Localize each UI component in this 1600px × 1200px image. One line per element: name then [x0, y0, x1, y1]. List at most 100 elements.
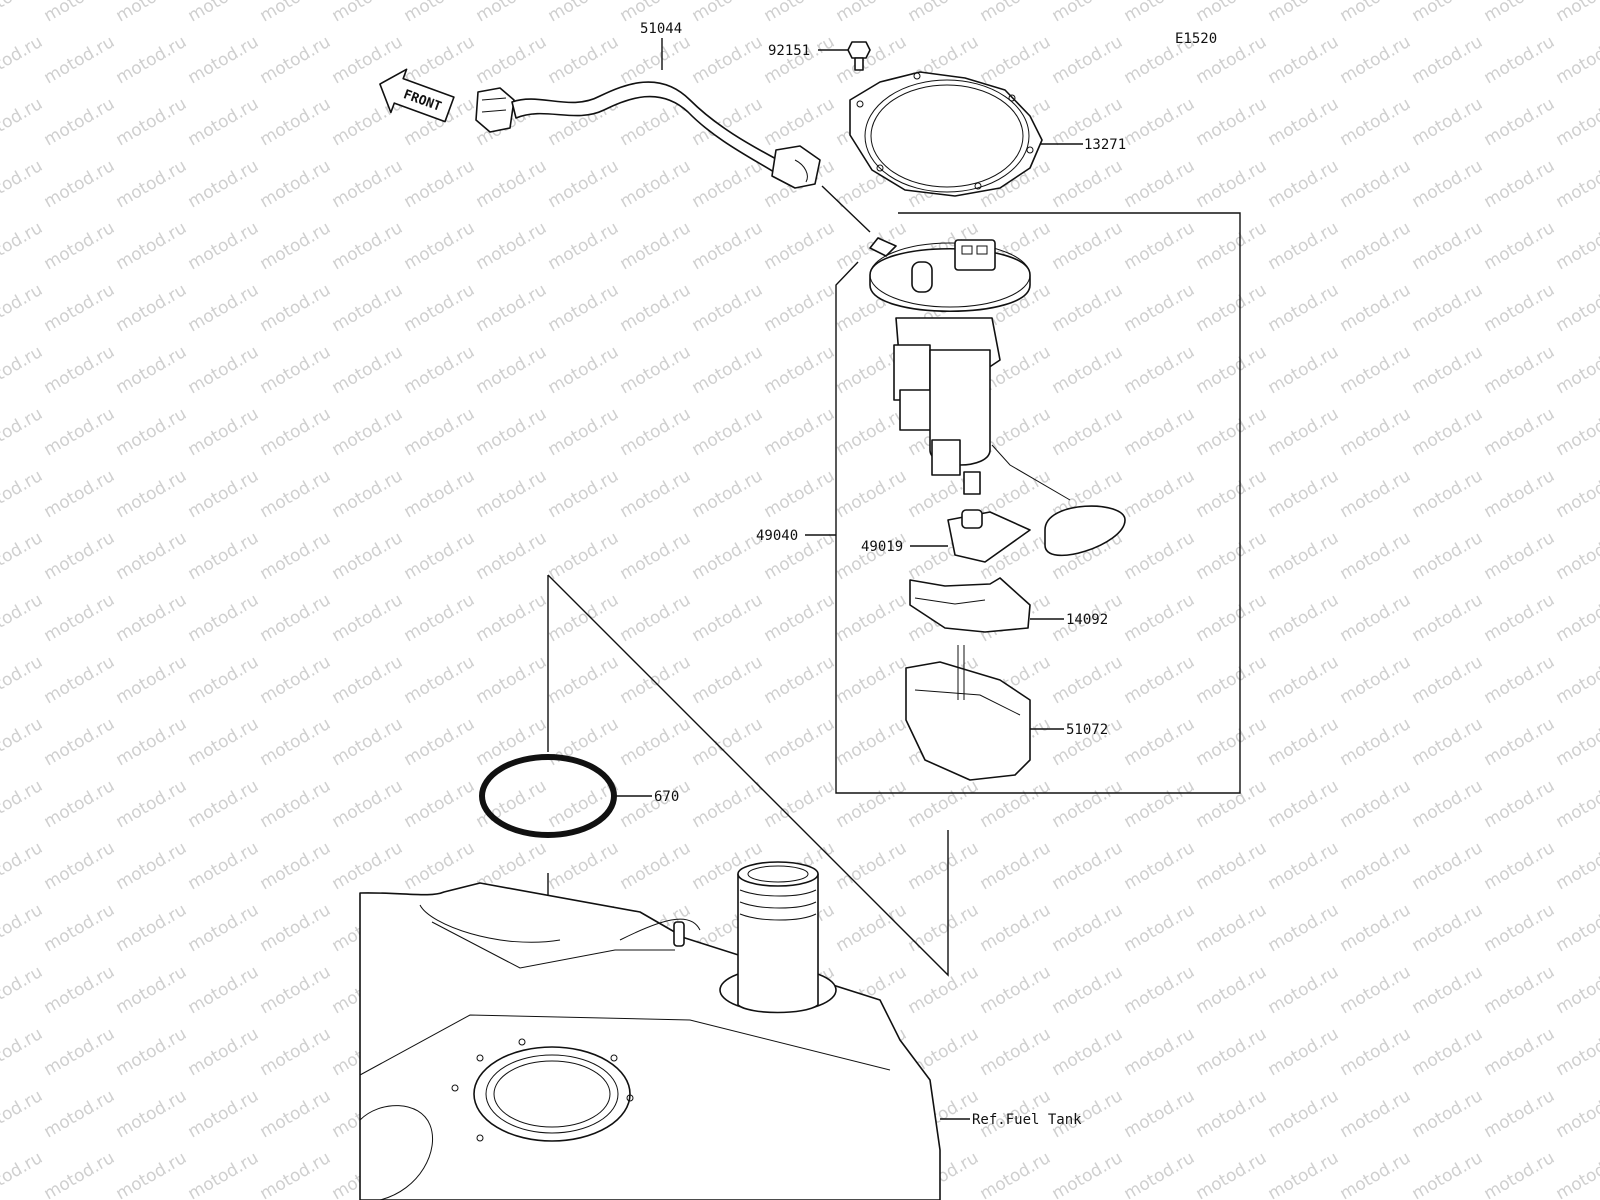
watermark-text: motod.ru	[1337, 280, 1415, 336]
watermark-text: motod.ru	[113, 900, 191, 956]
watermark-text: motod.ru	[761, 404, 839, 460]
watermark-text: motod.ru	[1193, 466, 1271, 522]
watermark-text: motod.ru	[689, 466, 767, 522]
watermark-text: motod.ru	[113, 962, 191, 1018]
watermark-text: motod.ru	[1121, 466, 1199, 522]
watermark-text: motod.ru	[401, 776, 479, 832]
watermark-text: motod.ru	[1337, 0, 1415, 26]
watermark-text: motod.ru	[977, 900, 1055, 956]
watermark-text: motod.ru	[1049, 900, 1127, 956]
watermark-text: motod.ru	[41, 962, 119, 1018]
watermark-text: motod.ru	[1553, 466, 1600, 522]
watermark-text: motod.ru	[1265, 404, 1343, 460]
watermark-text: motod.ru	[401, 342, 479, 398]
watermark-text: motod.ru	[833, 528, 911, 584]
watermark-text: motod.ru	[185, 1148, 263, 1200]
watermark-text: motod.ru	[1553, 776, 1600, 832]
watermark-text: motod.ru	[1193, 590, 1271, 646]
watermark-text: motod.ru	[833, 404, 911, 460]
watermark-text: motod.ru	[473, 342, 551, 398]
watermark-text: motod.ru	[257, 94, 335, 150]
watermark-text: motod.ru	[545, 652, 623, 708]
watermark-text: motod.ru	[689, 32, 767, 88]
watermark-text: motod.ru	[1409, 1148, 1487, 1200]
watermark-text: motod.ru	[1337, 218, 1415, 274]
watermark-text: motod.ru	[1193, 280, 1271, 336]
watermark-text: motod.ru	[257, 652, 335, 708]
watermark-text: motod.ru	[329, 156, 407, 212]
watermark-text: motod.ru	[1265, 652, 1343, 708]
watermark-text: motod.ru	[1409, 714, 1487, 770]
watermark-text: motod.ru	[545, 838, 623, 894]
watermark-text: motod.ru	[0, 652, 46, 708]
watermark-text: motod.ru	[185, 280, 263, 336]
watermark-text: motod.ru	[185, 466, 263, 522]
watermark-text: motod.ru	[185, 218, 263, 274]
watermark-text: motod.ru	[1193, 962, 1271, 1018]
watermark-text: motod.ru	[113, 404, 191, 460]
watermark-text: motod.ru	[257, 218, 335, 274]
watermark-text: motod.ru	[1121, 1086, 1199, 1142]
watermark-text: motod.ru	[1337, 714, 1415, 770]
watermark-text: motod.ru	[545, 404, 623, 460]
watermark-text: motod.ru	[1553, 590, 1600, 646]
watermark-text: motod.ru	[1481, 32, 1559, 88]
watermark-text: motod.ru	[1553, 94, 1600, 150]
watermark-text: motod.ru	[1481, 900, 1559, 956]
watermark-text: motod.ru	[0, 404, 46, 460]
watermark-text: motod.ru	[1337, 900, 1415, 956]
watermark-text: motod.ru	[113, 94, 191, 150]
watermark-text: motod.ru	[41, 404, 119, 460]
watermark-text: motod.ru	[1265, 838, 1343, 894]
watermark-text: motod.ru	[905, 900, 983, 956]
watermark-text: motod.ru	[41, 714, 119, 770]
watermark-text: motod.ru	[473, 156, 551, 212]
watermark-text: motod.ru	[1337, 1148, 1415, 1200]
watermark-text: motod.ru	[329, 0, 407, 26]
watermark-text: motod.ru	[1481, 156, 1559, 212]
watermark-text: motod.ru	[545, 218, 623, 274]
watermark-text: motod.ru	[0, 590, 46, 646]
part-label-51072: 51072	[1066, 722, 1108, 738]
watermark-text: motod.ru	[113, 838, 191, 894]
watermark-text: motod.ru	[185, 838, 263, 894]
watermark-text: motod.ru	[185, 714, 263, 770]
watermark-text: motod.ru	[1193, 838, 1271, 894]
watermark-text: motod.ru	[257, 714, 335, 770]
bolt-92151	[847, 41, 871, 71]
watermark-text: motod.ru	[1481, 776, 1559, 832]
watermark-text: motod.ru	[1049, 838, 1127, 894]
watermark-text: motod.ru	[617, 590, 695, 646]
watermark-text: motod.ru	[1553, 404, 1600, 460]
watermark-text: motod.ru	[1481, 1086, 1559, 1142]
watermark-text: motod.ru	[1265, 714, 1343, 770]
watermark-text: motod.ru	[1193, 156, 1271, 212]
watermark-text: motod.ru	[1121, 280, 1199, 336]
watermark-text: motod.ru	[113, 466, 191, 522]
watermark-text: motod.ru	[1409, 1086, 1487, 1142]
watermark-text: motod.ru	[257, 0, 335, 26]
watermark-text: motod.ru	[1265, 156, 1343, 212]
watermark-text: motod.ru	[545, 32, 623, 88]
watermark-text: motod.ru	[185, 156, 263, 212]
bracket-14092	[909, 577, 1031, 633]
watermark-text: motod.ru	[761, 714, 839, 770]
watermark-text: motod.ru	[1121, 1148, 1199, 1200]
watermark-text: motod.ru	[1265, 528, 1343, 584]
watermark-text: motod.ru	[617, 652, 695, 708]
watermark-text: motod.ru	[1337, 652, 1415, 708]
front-arrow-icon: FRONT	[379, 68, 455, 123]
watermark-text: motod.ru	[1553, 32, 1600, 88]
watermark-text: motod.ru	[1265, 1148, 1343, 1200]
watermark-text: motod.ru	[1337, 94, 1415, 150]
watermark-text: motod.ru	[401, 404, 479, 460]
watermark-text: motod.ru	[1553, 342, 1600, 398]
watermark-text: motod.ru	[0, 280, 46, 336]
watermark-text: motod.ru	[617, 528, 695, 584]
watermark-text: motod.ru	[1121, 776, 1199, 832]
sub-tank-51072	[905, 645, 1031, 781]
watermark-text: motod.ru	[1481, 838, 1559, 894]
watermark-text: motod.ru	[1337, 32, 1415, 88]
watermark-text: motod.ru	[185, 342, 263, 398]
